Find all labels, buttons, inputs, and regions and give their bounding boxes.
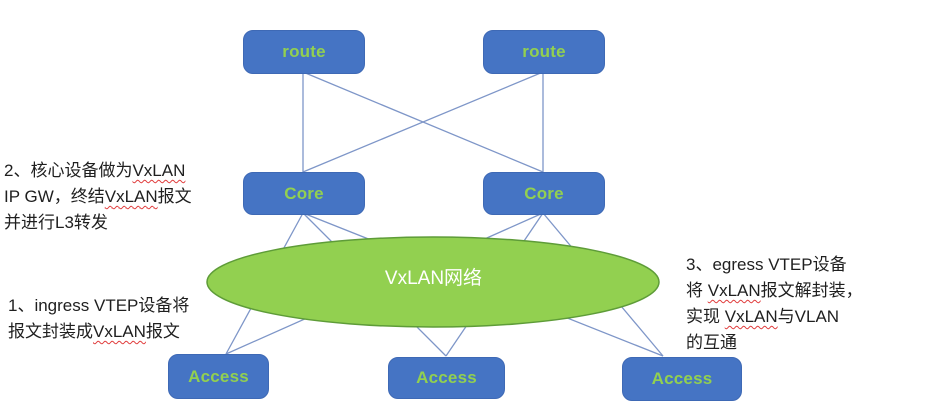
node-core-1-label: Core [284, 183, 324, 203]
annotation-line: IP GW，终结VxLAN报文 [4, 184, 192, 210]
annotation-text: 并进行L3转发 [4, 213, 108, 232]
node-access-1: Access [168, 354, 269, 399]
annotation-line: 报文封装成VxLAN报文 [8, 319, 189, 345]
misspelled-term: VxLAN [707, 281, 761, 300]
annotation-text: 报文解封装， [760, 281, 863, 300]
annotation-text: 与VLAN [777, 307, 840, 326]
edge-route-2-core-1 [302, 71, 544, 173]
misspelled-term: VxLAN [724, 307, 778, 326]
misspelled-term: VxLAN [104, 187, 158, 206]
annotation-line: 并进行L3转发 [4, 210, 192, 236]
misspelled-term: VxLAN [93, 322, 146, 341]
node-access-3-label: Access [651, 369, 713, 388]
node-core-2: Core [483, 172, 605, 215]
node-route-1-label: route [282, 42, 326, 61]
annotation-line: 2、核心设备做为VxLAN [4, 158, 192, 184]
annotation-text: 报文封装成 [8, 322, 93, 341]
misspelled-term: VxLAN [132, 161, 186, 180]
node-access-2: Access [388, 357, 505, 399]
annotation-line: 将 VxLAN报文解封装， [686, 278, 863, 304]
annotation-line: 3、egress VTEP设备 [686, 252, 863, 278]
annotation-text: 3、egress VTEP设备 [686, 255, 847, 274]
annotation-ingress-vtep: 1、ingress VTEP设备将报文封装成VxLAN报文 [8, 293, 189, 345]
annotation-text: 1、ingress VTEP设备将 [8, 296, 190, 315]
annotation-text: 的互通 [686, 333, 737, 352]
node-access-2-label: Access [416, 368, 477, 387]
node-access-3: Access [622, 357, 742, 401]
node-route-2-label: route [522, 42, 566, 61]
annotation-text: 报文 [157, 187, 192, 206]
node-core-1: Core [243, 172, 365, 215]
node-route-1: route [243, 30, 365, 74]
annotation-line: 的互通 [686, 330, 863, 356]
node-access-1-label: Access [188, 366, 249, 386]
annotation-text: 2、核心设备做为 [4, 161, 133, 180]
annotation-line: 实现 VxLAN与VLAN [686, 304, 863, 330]
annotation-text: IP GW，终结 [4, 187, 105, 206]
annotation-text: 实现 [686, 307, 725, 326]
annotation-text: 将 [686, 281, 708, 300]
annotation-line: 1、ingress VTEP设备将 [8, 293, 189, 319]
annotation-egress-vtep: 3、egress VTEP设备将 VxLAN报文解封装，实现 VxLAN与VLA… [686, 252, 863, 356]
vxlan-cloud-ellipse [206, 236, 660, 328]
annotation-text: 报文 [145, 322, 180, 341]
node-route-2: route [483, 30, 605, 74]
node-core-2-label: Core [524, 183, 564, 203]
